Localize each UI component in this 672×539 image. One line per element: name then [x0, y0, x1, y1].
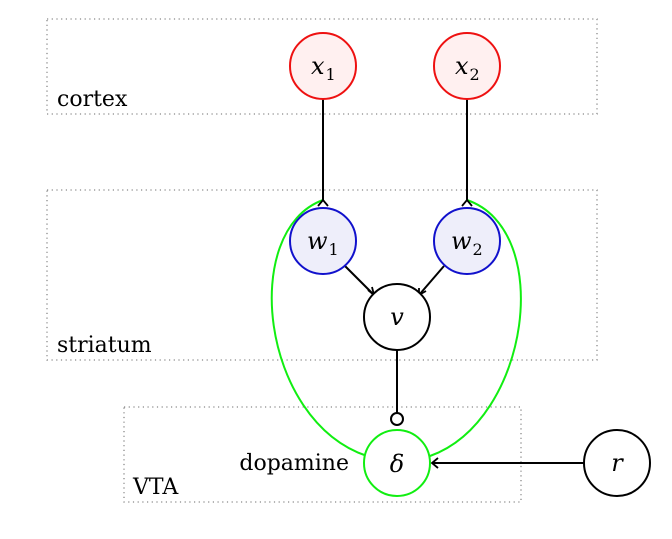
svg-text:x1: x1 [311, 52, 336, 84]
dopamine-loop-right [429, 199, 522, 457]
cortex-region [46, 18, 598, 115]
edge-w2-v [418, 265, 445, 296]
dopamine-loop-left [270, 199, 368, 457]
striatum-region [46, 189, 598, 361]
vta-region [123, 406, 522, 503]
node-x1: x1 [289, 32, 357, 100]
striatum-label: striatum [57, 333, 152, 358]
node-x2-subscript: 2 [470, 65, 480, 84]
cortex-label: cortex [57, 87, 128, 112]
node-r: r [583, 429, 651, 497]
node-w1-subscript: 1 [329, 240, 339, 259]
node-delta: δ [363, 429, 431, 497]
node-w2-symbol: w [451, 227, 472, 255]
node-v-label: v [390, 303, 404, 331]
svg-text:w2: w2 [451, 227, 483, 259]
svg-text:w1: w1 [307, 227, 339, 259]
node-delta-label: δ [390, 450, 404, 478]
node-w2: w2 [433, 207, 501, 275]
edge-x2-w2-arrowhead [461, 198, 473, 207]
node-x2-symbol: x [455, 52, 469, 80]
node-v: v [363, 283, 431, 351]
dopamine-label: dopamine [239, 451, 349, 476]
edge-v-delta-inhibitory-end [390, 412, 404, 426]
node-w2-subscript: 2 [473, 240, 483, 259]
svg-text:x2: x2 [455, 52, 480, 84]
node-r-label: r [611, 449, 624, 477]
node-x1-symbol: x [311, 52, 325, 80]
edge-x1-w1-arrowhead [317, 198, 329, 207]
node-x2: x2 [433, 32, 501, 100]
node-x1-subscript: 1 [326, 65, 336, 84]
edge-r-delta-arrowhead [430, 457, 439, 469]
node-w1-symbol: w [307, 227, 328, 255]
vta-label: VTA [132, 475, 179, 500]
node-w1: w1 [289, 207, 357, 275]
